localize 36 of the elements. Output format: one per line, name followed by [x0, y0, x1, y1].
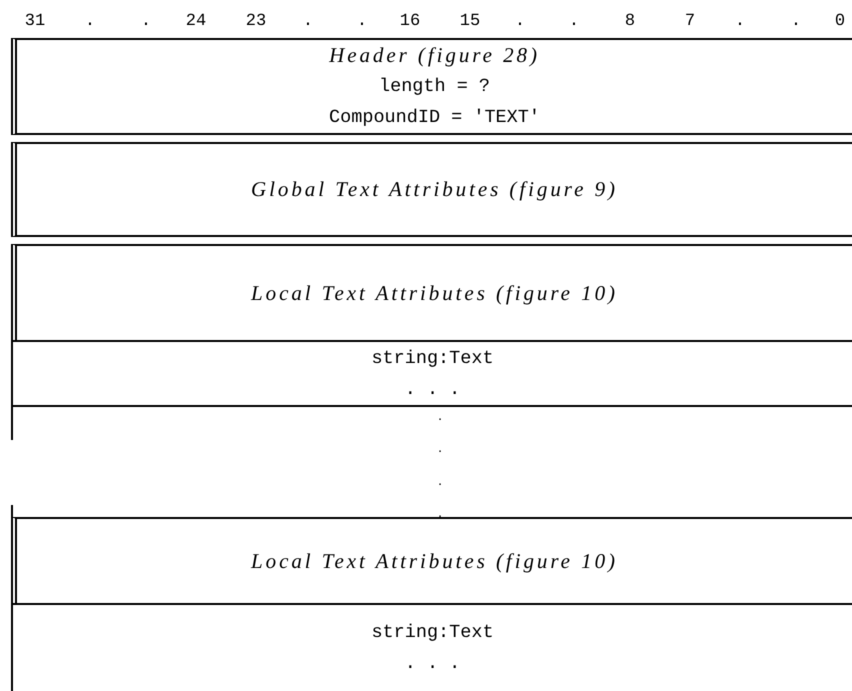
bit-number: . [790, 12, 802, 32]
bit-number: . [356, 12, 368, 32]
record-field-box [11, 603, 852, 691]
bit-number: . [84, 12, 96, 32]
continuation-dot: . [436, 477, 444, 489]
field-text: . . . [404, 378, 460, 402]
bit-number: 0 [834, 12, 846, 32]
bit-number: . [514, 12, 526, 32]
bit-number: 16 [400, 12, 420, 32]
field-text: string:Text [371, 621, 494, 645]
record-field-box [11, 142, 852, 237]
bit-number: 23 [246, 12, 266, 32]
field-text: length = ? [378, 75, 490, 99]
field-text: Header (figure 28) [329, 42, 540, 69]
bit-number: 24 [186, 12, 206, 32]
continuation-dot: . [436, 509, 444, 521]
field-text: Local Text Attributes (figure 10) [251, 548, 618, 574]
field-text: string:Text [371, 346, 494, 370]
bit-number: 31 [24, 12, 46, 32]
field-text: CompoundID = 'TEXT' [329, 106, 540, 130]
bit-number: 8 [624, 12, 636, 32]
bit-number: . [302, 12, 314, 32]
bit-number: . [568, 12, 580, 32]
continuation-dot: . [436, 444, 444, 456]
bit-number: 7 [684, 12, 696, 32]
record-field-box [11, 340, 852, 407]
field-text: . . . [404, 652, 460, 676]
record-field-box [11, 517, 852, 603]
record-field-box [11, 38, 852, 135]
record-field-box [11, 244, 852, 340]
continuation-dot: . [436, 412, 444, 424]
field-text: Global Text Attributes (figure 9) [251, 176, 618, 203]
bit-number: 15 [460, 12, 480, 32]
field-text: Local Text Attributes (figure 10) [251, 280, 618, 306]
bit-number: . [140, 12, 152, 32]
bit-number: . [734, 12, 746, 32]
